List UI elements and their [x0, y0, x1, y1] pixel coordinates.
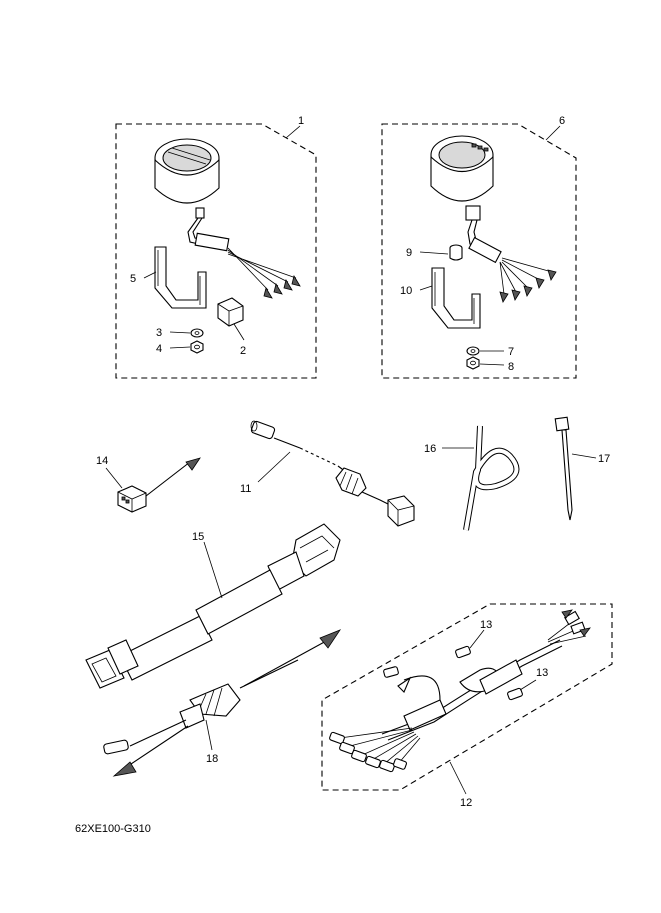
sensor-lead-11: [250, 420, 415, 527]
callout-16: 16: [424, 443, 436, 455]
tube-16: [463, 425, 520, 531]
callout-10: 10: [400, 285, 412, 297]
diagram-code: 62XE100-G310: [75, 823, 151, 835]
callout-18: 18: [206, 753, 218, 765]
callout-13-b: 13: [536, 667, 548, 679]
callout-12: 12: [460, 797, 472, 809]
leader-lines: [105, 125, 597, 795]
connector-14: [117, 457, 201, 513]
harness-15: [85, 523, 341, 689]
callout-14: 14: [96, 455, 108, 467]
callout-15: 15: [192, 531, 204, 543]
callout-13-a: 13: [480, 619, 492, 631]
callout-9: 9: [406, 247, 412, 259]
gauge-kit-6: [381, 123, 577, 379]
callout-2: 2: [240, 345, 246, 357]
callout-17: 17: [598, 453, 610, 465]
cable-tie-17: [554, 416, 573, 521]
callout-11: 11: [240, 483, 251, 495]
callout-4: 4: [156, 343, 162, 355]
callout-3: 3: [156, 327, 162, 339]
callout-labels: 1 2 3 4 5 6 7 8 9 10 11 12 13 13 14 15 1…: [96, 115, 610, 809]
callout-8: 8: [508, 361, 514, 373]
callout-6: 6: [559, 115, 565, 127]
callout-5: 5: [130, 273, 136, 285]
callout-7: 7: [508, 346, 514, 358]
harness-kit-12: [321, 603, 613, 791]
lead-18: [103, 629, 342, 777]
gauge-kit-1: [115, 123, 317, 379]
callout-1: 1: [298, 115, 304, 127]
